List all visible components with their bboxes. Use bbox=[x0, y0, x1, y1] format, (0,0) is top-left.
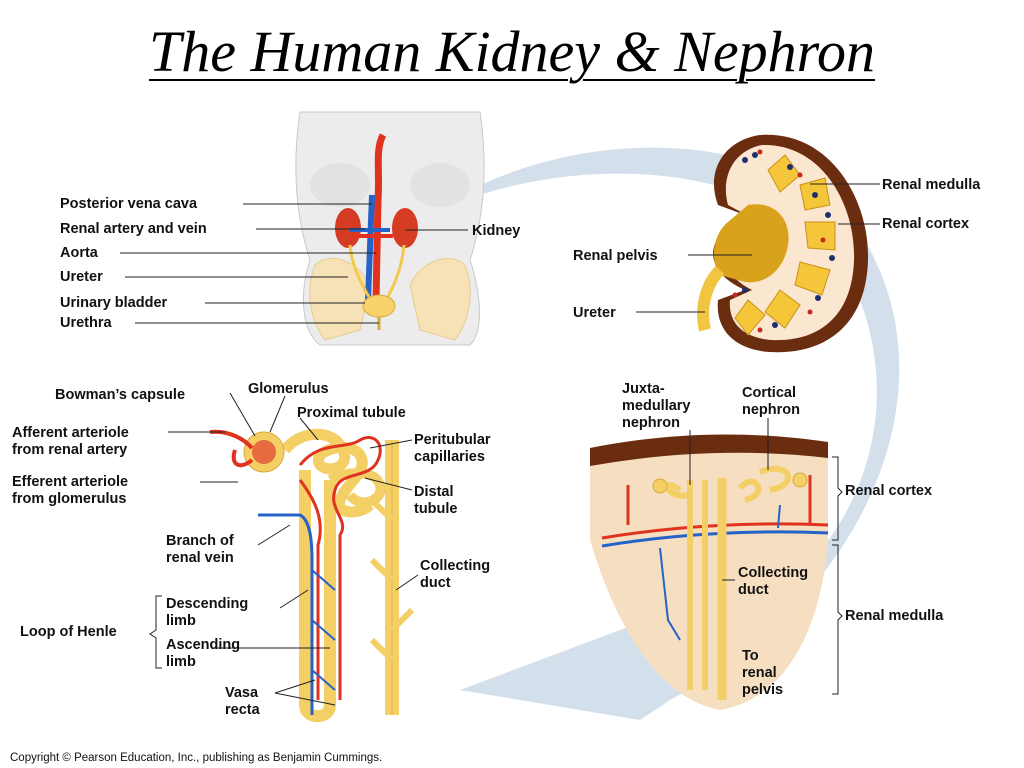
label-aorta: Aorta bbox=[60, 245, 99, 261]
label-collecting-section-2: duct bbox=[738, 582, 769, 598]
label-proximal-tubule: Proximal tubule bbox=[297, 405, 406, 421]
label-branch-1: Branch of bbox=[166, 533, 234, 549]
label-renal-medulla-section: Renal medulla bbox=[845, 608, 944, 624]
label-bowmans-capsule: Bowman’s capsule bbox=[55, 387, 185, 403]
label-renal-medulla-top: Renal medulla bbox=[882, 177, 981, 193]
label-juxta-2: medullary bbox=[622, 398, 691, 414]
label-ureter-kidney: Ureter bbox=[573, 305, 616, 321]
bladder bbox=[362, 294, 396, 318]
label-renal-cortex-top: Renal cortex bbox=[882, 216, 969, 232]
label-posterior-vena-cava: Posterior vena cava bbox=[60, 196, 198, 212]
label-renal-artery-vein: Renal artery and vein bbox=[60, 221, 207, 237]
label-loop-of-henle: Loop of Henle bbox=[20, 624, 117, 640]
label-peritubular-1: Peritubular bbox=[414, 432, 491, 448]
kidney-cross-section bbox=[697, 134, 869, 353]
label-juxta-1: Juxta- bbox=[622, 381, 665, 397]
label-efferent-2: from glomerulus bbox=[12, 491, 126, 507]
right-kidney bbox=[392, 208, 418, 248]
label-vasa-2: recta bbox=[225, 702, 261, 718]
label-renal-pelvis: Renal pelvis bbox=[573, 248, 658, 264]
label-juxta-3: nephron bbox=[622, 415, 680, 431]
label-cortical-2: nephron bbox=[742, 402, 800, 418]
label-urethra: Urethra bbox=[60, 315, 113, 331]
label-kidney: Kidney bbox=[472, 223, 520, 239]
label-to-1: To bbox=[742, 648, 759, 664]
label-afferent-2: from renal artery bbox=[12, 442, 127, 458]
label-distal-1: Distal bbox=[414, 484, 454, 500]
label-descending-2: limb bbox=[166, 613, 196, 629]
label-branch-2: renal vein bbox=[166, 550, 234, 566]
label-ureter-body: Ureter bbox=[60, 269, 103, 285]
label-ascending-2: limb bbox=[166, 654, 196, 670]
label-descending-1: Descending bbox=[166, 596, 248, 612]
label-afferent-1: Afferent arteriole bbox=[12, 425, 129, 441]
label-cortical-1: Cortical bbox=[742, 385, 796, 401]
label-collecting-1: Collecting bbox=[420, 558, 490, 574]
label-collecting-section-1: Collecting bbox=[738, 565, 808, 581]
label-to-2: renal bbox=[742, 665, 777, 681]
label-glomerulus: Glomerulus bbox=[248, 381, 329, 397]
page-title: The Human Kidney & Nephron bbox=[148, 19, 876, 84]
label-vasa-1: Vasa bbox=[225, 685, 259, 701]
copyright-text: Copyright © Pearson Education, Inc., pub… bbox=[10, 752, 383, 764]
label-peritubular-2: capillaries bbox=[414, 449, 485, 465]
body-illustration bbox=[295, 111, 485, 346]
label-urinary-bladder: Urinary bladder bbox=[60, 295, 168, 311]
label-renal-cortex-section: Renal cortex bbox=[845, 483, 932, 499]
label-ascending-1: Ascending bbox=[166, 637, 240, 653]
label-distal-2: tubule bbox=[414, 501, 458, 517]
label-to-3: pelvis bbox=[742, 682, 783, 698]
label-collecting-2: duct bbox=[420, 575, 451, 591]
nephron-illustration bbox=[209, 428, 415, 723]
label-efferent-1: Efferent arteriole bbox=[12, 474, 128, 490]
